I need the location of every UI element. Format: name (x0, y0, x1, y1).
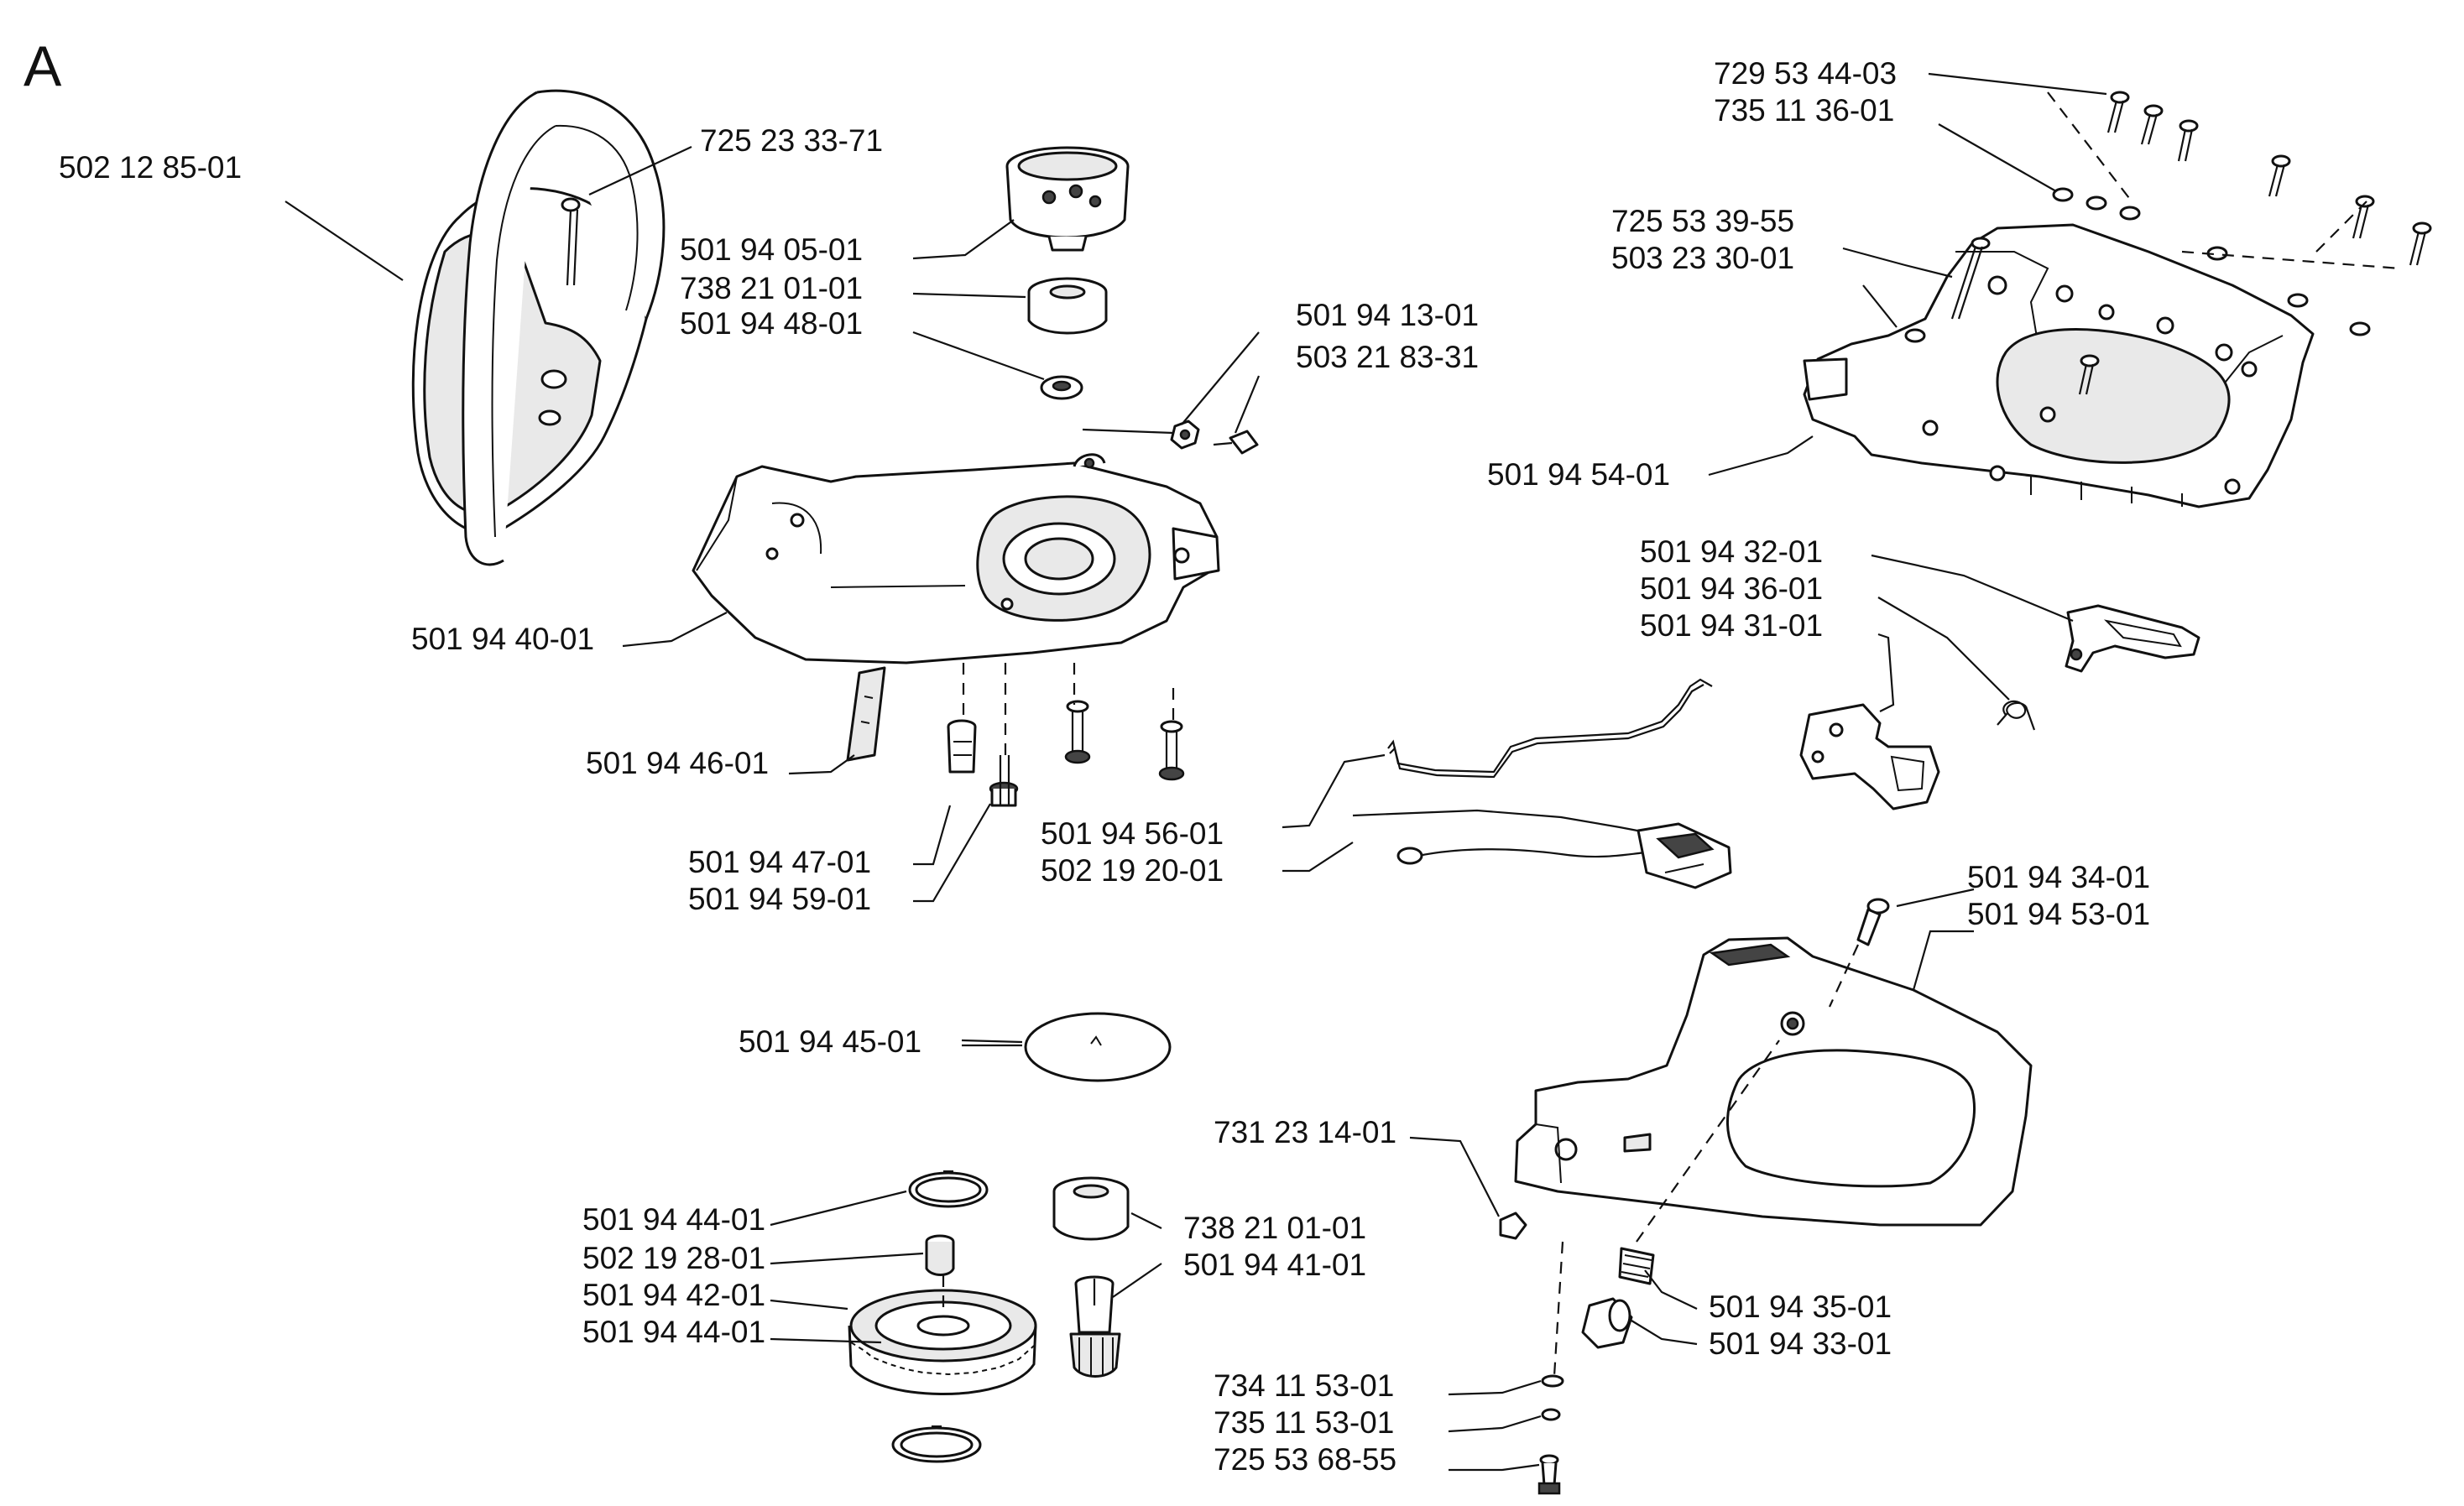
part-label: 501 94 05-01 (680, 232, 863, 267)
circlip-lower-part (891, 1425, 982, 1463)
part-label: 503 21 83-31 (1296, 340, 1479, 374)
handle-spring-part (1618, 1040, 1780, 1285)
gear-part (848, 1275, 1037, 1395)
part-label: 501 94 44-01 (582, 1315, 765, 1349)
leader-lines (285, 72, 2107, 1472)
disc-part (961, 1012, 1172, 1082)
part-label: 735 11 36-01 (1714, 93, 1894, 128)
nut-part (1170, 419, 1200, 450)
stop-switch-wire-part (1352, 809, 1732, 889)
part-label: 501 94 31-01 (1640, 608, 1823, 643)
part-label: 725 53 68-55 (1214, 1442, 1396, 1477)
throttle-rod-part (1387, 678, 1713, 779)
part-label: 501 94 54-01 (1487, 457, 1670, 492)
part-label: 501 94 56-01 (1041, 816, 1224, 851)
part-label: 502 19 20-01 (1041, 853, 1224, 888)
cover-long-screw (1904, 237, 1991, 343)
part-label: 502 19 28-01 (582, 1241, 765, 1275)
square-nut-part (1499, 1212, 1527, 1240)
handle-screw-part (561, 197, 581, 286)
throttle-trigger-part (2065, 604, 2200, 673)
rubber-buffer-part (1581, 1297, 1633, 1349)
spring-part (1997, 700, 2036, 731)
small-screw-part (1213, 430, 1259, 455)
circlip-upper-part (908, 1170, 989, 1208)
part-label: 734 11 53-01 (1214, 1368, 1394, 1403)
part-label: 501 94 41-01 (1183, 1248, 1366, 1282)
washer-stack-part (1537, 1241, 1564, 1495)
part-label: 725 23 33-71 (700, 123, 883, 158)
cover-screw-4 (2206, 154, 2291, 261)
part-label: 501 94 44-01 (582, 1202, 765, 1237)
part-label: 501 94 33-01 (1709, 1326, 1892, 1361)
throttle-lockout-part (1799, 703, 1940, 810)
part-label: 503 23 30-01 (1611, 241, 1794, 275)
crankcase-part (692, 453, 1220, 664)
bearing-part-lower (1052, 1176, 1130, 1241)
bearing-part-upper (1027, 277, 1108, 335)
part-label: 501 94 13-01 (1296, 298, 1479, 332)
part-label: 731 23 14-01 (1214, 1115, 1396, 1149)
part-number-labels: 502 12 85-01 725 23 33-71 501 94 05-01 7… (59, 56, 2150, 1477)
part-label: 501 94 45-01 (739, 1024, 921, 1059)
cover-screw-1 (2052, 91, 2130, 202)
part-label: 738 21 01-01 (680, 271, 863, 305)
part-label: 501 94 53-01 (1967, 897, 2150, 931)
cover-screw-2 (2086, 104, 2164, 211)
bolt-part-a (1064, 700, 1091, 764)
part-label: 501 94 59-01 (688, 882, 871, 916)
part-label: 738 21 01-01 (1183, 1211, 1366, 1245)
part-label: 725 53 39-55 (1611, 204, 1794, 238)
part-label: 501 94 48-01 (680, 306, 863, 341)
nut-link-line (1082, 428, 1174, 435)
part-label: 501 94 36-01 (1640, 571, 1823, 606)
cover-screws-part (1904, 91, 2432, 395)
part-label: 501 94 35-01 (1709, 1290, 1892, 1324)
part-label: 501 94 40-01 (411, 622, 594, 656)
rear-handle-part (1514, 936, 2033, 1227)
part-label: 501 94 32-01 (1640, 534, 1823, 569)
front-handle-part (411, 89, 666, 566)
part-label: 501 94 46-01 (586, 746, 769, 780)
part-label: 501 94 47-01 (688, 845, 871, 879)
cover-screw-5 (2287, 195, 2375, 308)
bushing-part (925, 1234, 955, 1276)
side-cover-part (1803, 223, 2315, 508)
stud-part (947, 719, 977, 774)
part-label: 735 11 53-01 (1214, 1405, 1394, 1440)
handle-top-screw-part (1829, 898, 1890, 1008)
cover-screw-3 (2119, 119, 2199, 221)
part-label: 502 12 85-01 (59, 150, 242, 185)
washer-part (1040, 375, 1083, 400)
part-label: 501 94 34-01 (1967, 860, 2150, 894)
section-letter: A (23, 34, 62, 98)
clutch-drum-part (1005, 146, 1130, 252)
cover-mid-screw (2078, 354, 2100, 395)
pad-part (846, 666, 886, 762)
part-label: 729 53 44-03 (1714, 56, 1897, 91)
bolt-part-b (1158, 720, 1185, 781)
cover-screw-6 (2349, 221, 2432, 336)
pinion-shaft-part (1069, 1275, 1121, 1378)
cap-screw-part (989, 755, 1019, 807)
part-label: 501 94 42-01 (582, 1278, 765, 1312)
